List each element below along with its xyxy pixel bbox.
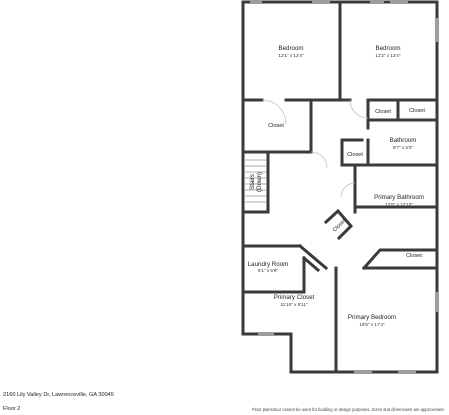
- disclaimer-text: Floor plans/tour cannot be used for buil…: [252, 407, 445, 412]
- closet-left-label: Closet: [268, 123, 284, 129]
- address-text: 2160 Lily Valley Dr, Lawrenceville, GA 3…: [3, 392, 114, 398]
- bedroom-left-label: Bedroom: [278, 45, 303, 52]
- primary-closet-label: Primary Closet: [274, 294, 315, 301]
- stairs-treads: [245, 159, 266, 203]
- primary-bedroom-label: Primary Bedroom: [348, 314, 396, 321]
- laundry-label: Laundry Room: [248, 261, 289, 268]
- door-swings: [261, 99, 369, 198]
- bathroom-label: Bathroom: [390, 137, 417, 144]
- walls: [241, 0, 439, 374]
- bedroom-left-dims: 12'1" x 12'4": [278, 53, 304, 58]
- floor-label: Floor 2: [3, 406, 21, 412]
- primary-bathroom-dims: 12'5" x 12'10": [385, 202, 413, 207]
- stairs-label: Stairs: [249, 174, 256, 190]
- stairs-sublabel: (Down): [256, 172, 263, 192]
- closet-top-a-label: Closet: [375, 109, 391, 115]
- bedroom-right-dims: 12'2" x 12'4": [375, 53, 401, 58]
- bedroom-right-label: Bedroom: [375, 45, 400, 52]
- primary-closet-dims: 11'10" x 9'11": [280, 302, 307, 307]
- primary-bedroom-dims: 18'5" x 17'4": [359, 322, 385, 327]
- bathroom-dims: 8'7" x 5'0": [393, 145, 413, 150]
- closet-small-label: Closet: [347, 152, 363, 158]
- stairs-label-group: Stairs (Down): [249, 172, 263, 192]
- primary-bathroom-label: Primary Bathroom: [374, 194, 424, 201]
- windows: [250, 1, 438, 373]
- closet-right-label: Closet: [406, 253, 422, 259]
- laundry-dims: 6'1" x 5'9": [258, 268, 278, 273]
- closet-top-b-label: Closet: [409, 108, 425, 114]
